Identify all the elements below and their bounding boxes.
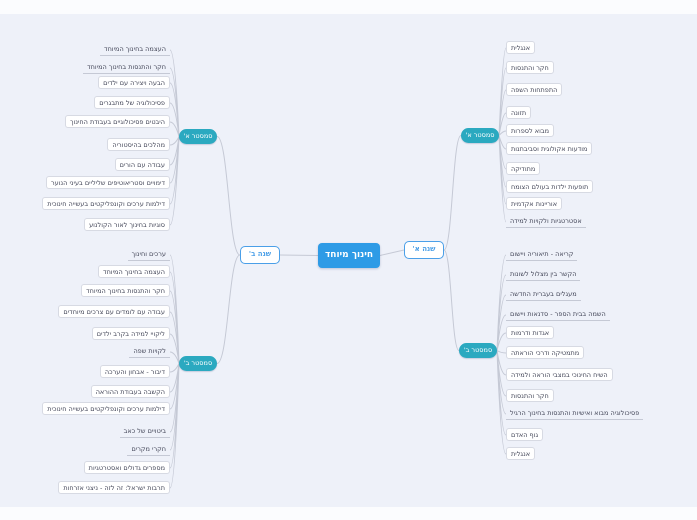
topic-node[interactable]: היבטים פסיכולוגיים בעבודת החינוך bbox=[65, 115, 170, 128]
topic-node[interactable]: פסיכולוגיה מבוא ואישיות והתנסות בחינוך ה… bbox=[506, 407, 644, 420]
topic-node[interactable]: ליקויי למידה בקרב ילדים bbox=[91, 327, 170, 340]
root-topic-node[interactable]: חינוך מיוחד bbox=[318, 243, 380, 268]
topic-node[interactable]: הקשר בין מצלול לשונות bbox=[506, 268, 581, 281]
semester-node-sem-2b[interactable]: סמסטר ב' bbox=[179, 356, 217, 371]
topic-node[interactable]: השיח החינוכי במצבי הוראה ולמידה bbox=[506, 368, 613, 381]
topic-node[interactable]: השמה בבית הספר - סדנאות ויישום bbox=[506, 308, 610, 321]
topic-node[interactable]: מעגלים בעברית החדשה bbox=[506, 288, 581, 301]
topic-node[interactable]: העצמה בחינוך המיוחד bbox=[100, 43, 170, 56]
topic-node[interactable]: תופעות ילדות בעולם הצומח bbox=[506, 180, 594, 193]
topic-node[interactable]: התפתחות השפה bbox=[506, 83, 563, 96]
year-node-year-1[interactable]: שנה א' bbox=[404, 241, 444, 259]
topic-node[interactable]: פסיכולוגיה של מתבגרים bbox=[94, 96, 170, 109]
topic-node[interactable]: סוגיות בחינוך לאור הקולנוע bbox=[84, 218, 170, 231]
semester-node-sem-1a[interactable]: סמסטר א' bbox=[461, 128, 499, 143]
topic-node[interactable]: מבוא לספרות bbox=[506, 124, 555, 137]
topic-node[interactable]: ערכים וחינוך bbox=[127, 248, 170, 261]
topic-node[interactable]: חקר והתנסות בחינוך המיוחד bbox=[83, 61, 170, 74]
topic-node[interactable]: אגדות ודרמות bbox=[506, 326, 555, 339]
topic-node[interactable]: חקר והתנסות bbox=[506, 389, 554, 402]
topic-node[interactable]: העצמה בחינוך המיוחד bbox=[98, 265, 170, 278]
page-margin-bottom bbox=[0, 507, 697, 520]
topic-node[interactable]: מתודיקה bbox=[506, 162, 541, 175]
topic-node[interactable]: מספרים גדולים ואסטרטגיות bbox=[83, 461, 170, 474]
topic-node[interactable]: חקר והתנסות bbox=[506, 61, 554, 74]
topic-node[interactable]: תרבות ישראל: זה לזה - ניצני אזרחות bbox=[58, 481, 170, 494]
topic-node[interactable]: מהלכים בהיסטוריה bbox=[107, 138, 170, 151]
topic-node[interactable]: עבודה עם הורים bbox=[114, 158, 170, 171]
topic-node[interactable]: אוריינות אקדמית bbox=[506, 197, 563, 210]
topic-node[interactable]: אנגלית bbox=[506, 41, 536, 54]
year-node-year-2[interactable]: שנה ב' bbox=[240, 246, 280, 264]
topic-node[interactable]: עבודה עם לומדים עם צרכים מיוחדים bbox=[58, 305, 170, 318]
topic-node[interactable]: אסטרטגיות ולקויות למידה bbox=[506, 215, 586, 228]
topic-node[interactable]: גוף האדם bbox=[506, 428, 544, 441]
topic-node[interactable]: תזונה bbox=[506, 106, 532, 119]
semester-node-sem-1b[interactable]: סמסטר ב' bbox=[459, 343, 497, 358]
topic-node[interactable]: מודעות אקולוגית וסביבתנות bbox=[506, 142, 593, 155]
topic-node[interactable]: חקרי מקרים bbox=[127, 443, 170, 456]
topic-node[interactable]: ביטויים של כאב bbox=[119, 425, 170, 438]
topic-node[interactable]: דילמות ערכים וקונפליקטים בעשייה חינוכית bbox=[42, 402, 170, 415]
page-margin-top bbox=[0, 0, 697, 14]
topic-node[interactable]: קריאה - תיאוריה ויישום bbox=[506, 248, 578, 261]
topic-node[interactable]: דילמות ערכים וקונפליקטים בעשייה חינוכית bbox=[42, 197, 170, 210]
semester-node-sem-2a[interactable]: סמסטר א' bbox=[179, 129, 217, 144]
topic-node[interactable]: הבעה ויצירה עם ילדים bbox=[98, 76, 170, 89]
topic-node[interactable]: אנגלית bbox=[506, 447, 536, 460]
topic-node[interactable]: לקויות שפה bbox=[129, 345, 170, 358]
topic-node[interactable]: הקשבה בעבודת ההוראה bbox=[90, 385, 170, 398]
topic-node[interactable]: דימויים וסטריאוטיפים שליליים בעיני הנוער bbox=[46, 176, 170, 189]
topic-node[interactable]: דיבור - אבחון והערכה bbox=[99, 365, 170, 378]
topic-node[interactable]: מתמטיקה ודרכי הוראתה bbox=[506, 346, 585, 359]
topic-node[interactable]: חקר והתנסות בחינוך המיוחד bbox=[81, 284, 170, 297]
